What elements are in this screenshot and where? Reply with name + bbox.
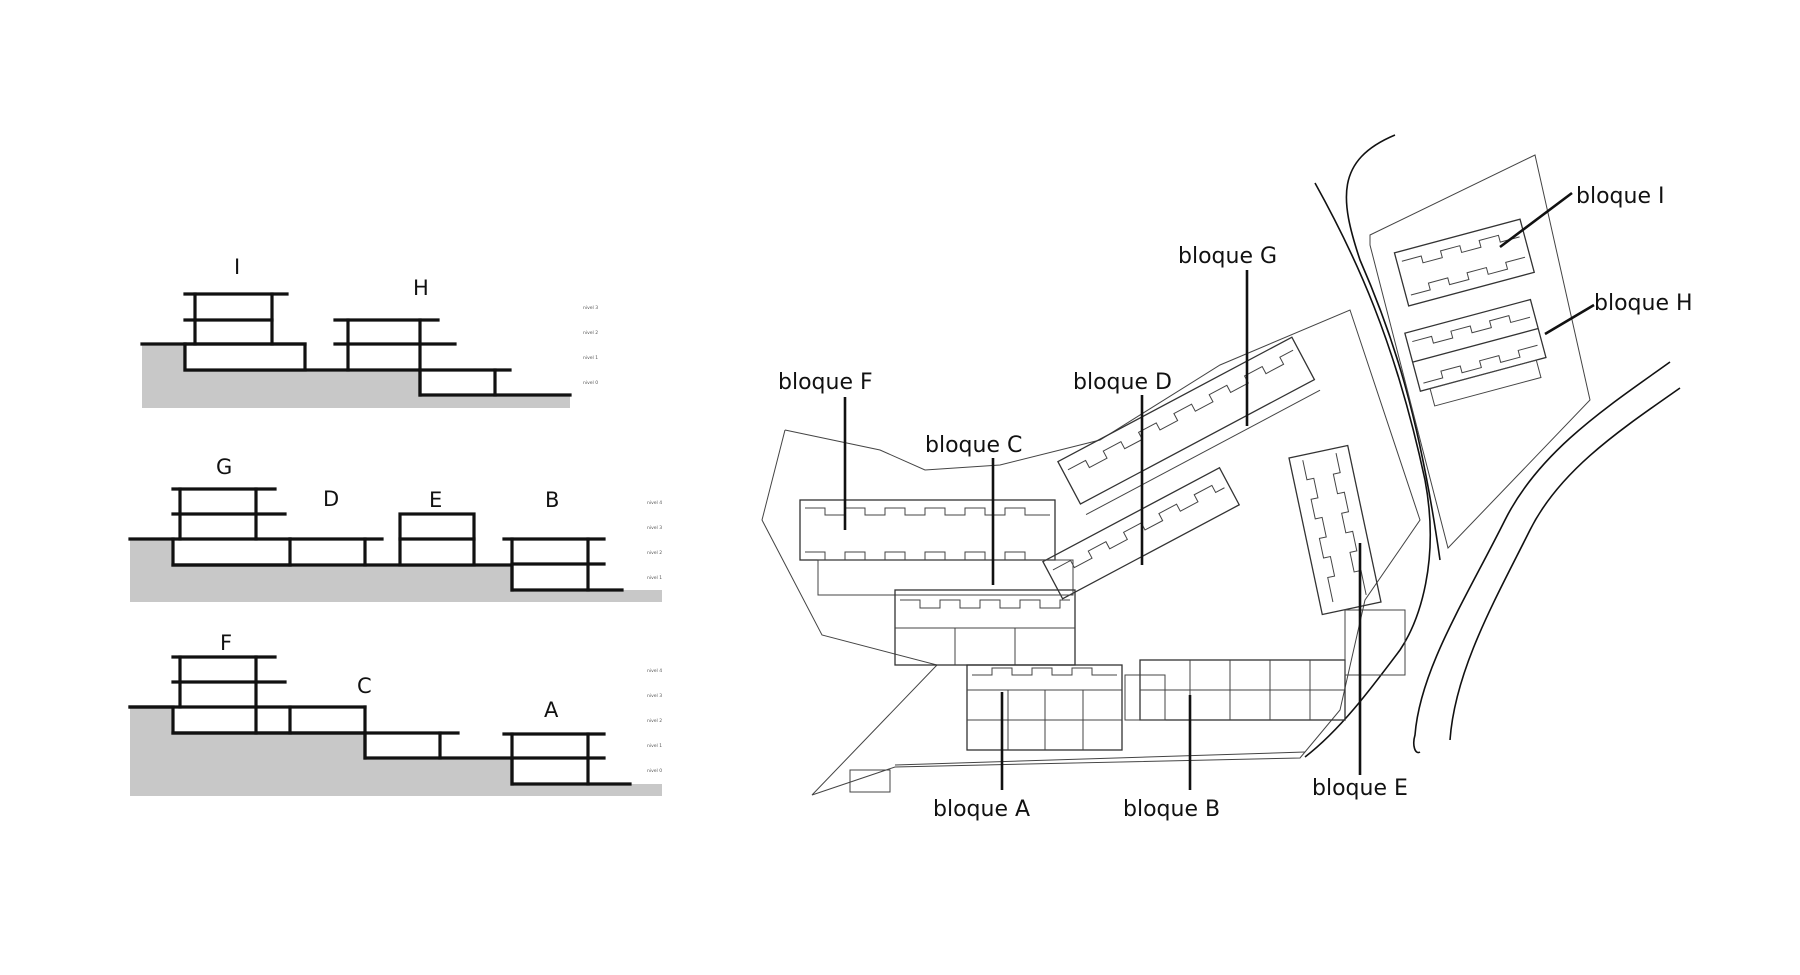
section-letter-a: A <box>544 698 559 722</box>
level-label: nivel 4 <box>647 668 662 674</box>
label-bloque-f: bloque F <box>778 370 873 395</box>
boundary-wall <box>894 751 1306 766</box>
label-bloque-c: bloque C <box>925 433 1022 458</box>
section-letter-b: B <box>545 488 559 512</box>
section-block-i <box>183 292 307 372</box>
label-bloque-e: bloque E <box>1312 776 1408 801</box>
level-label: nivel 3 <box>647 693 662 699</box>
section-letter-e: E <box>429 488 442 512</box>
plan-block-e <box>1288 444 1382 616</box>
section-row-2: G D E B nivel 4 nivel 3 nivel 2 nivel 1 <box>128 455 662 602</box>
level-label: nivel 2 <box>583 330 598 336</box>
plan-block-i <box>1393 218 1536 307</box>
plan-block-b <box>1124 609 1406 721</box>
label-bloque-d: bloque D <box>1073 370 1172 395</box>
level-label: nivel 0 <box>583 380 598 386</box>
site-boundary <box>761 309 1421 796</box>
terrain-profile-row-2 <box>128 537 624 592</box>
street-edge <box>1449 387 1681 741</box>
section-block-e <box>398 512 476 567</box>
section-block-d <box>288 537 384 567</box>
plan-block-g <box>1057 336 1321 516</box>
label-bloque-b: bloque B <box>1123 797 1220 822</box>
level-label: nivel 4 <box>647 500 662 506</box>
leader-bloque-h <box>1544 303 1595 336</box>
level-label: nivel 1 <box>583 355 598 361</box>
terrain-row-3 <box>130 707 662 796</box>
section-row-3: F C A nivel 4 nivel 3 nivel 2 nivel 1 ni… <box>128 631 662 796</box>
section-row-1: I H nivel 3 nivel 2 nivel 1 nivel 0 <box>140 255 598 408</box>
terrain-row-2 <box>130 539 662 602</box>
section-letter-c: C <box>357 674 372 698</box>
section-letter-d: D <box>323 487 339 511</box>
section-letter-h: H <box>413 276 429 300</box>
section-block-a <box>502 732 606 786</box>
level-label: nivel 1 <box>647 575 662 581</box>
label-bloque-a: bloque A <box>933 797 1030 822</box>
level-label: nivel 2 <box>647 718 662 724</box>
level-label: nivel 1 <box>647 743 662 749</box>
parcel-right <box>1369 154 1591 549</box>
level-label: nivel 0 <box>647 768 662 774</box>
plan-block-h <box>1404 298 1547 407</box>
plan-block-f <box>799 499 1074 596</box>
section-block-f <box>128 655 367 735</box>
section-block-h <box>333 318 512 397</box>
label-bloque-g: bloque G <box>1178 244 1277 269</box>
terrain-row-1 <box>142 344 570 408</box>
level-label: nivel 3 <box>583 305 598 311</box>
section-block-g <box>171 487 292 567</box>
plan-block-a <box>966 664 1123 751</box>
street-edge <box>1345 134 1441 561</box>
level-label: nivel 3 <box>647 525 662 531</box>
section-block-b <box>502 537 606 592</box>
plan-block-c <box>894 589 1076 666</box>
site-plan: bloque F bloque C bloque D bloque G bloq… <box>761 134 1693 822</box>
section-letter-f: F <box>220 631 232 655</box>
street-edge <box>1413 361 1671 754</box>
level-label: nivel 2 <box>647 550 662 556</box>
label-bloque-h: bloque H <box>1594 291 1693 316</box>
section-letter-g: G <box>216 455 232 479</box>
leader-bloque-i <box>1499 191 1573 249</box>
section-block-c <box>363 705 460 760</box>
entrance-detail <box>849 769 891 793</box>
section-letter-i: I <box>234 255 240 279</box>
label-bloque-i: bloque I <box>1576 184 1664 209</box>
street-edge <box>1304 182 1431 758</box>
